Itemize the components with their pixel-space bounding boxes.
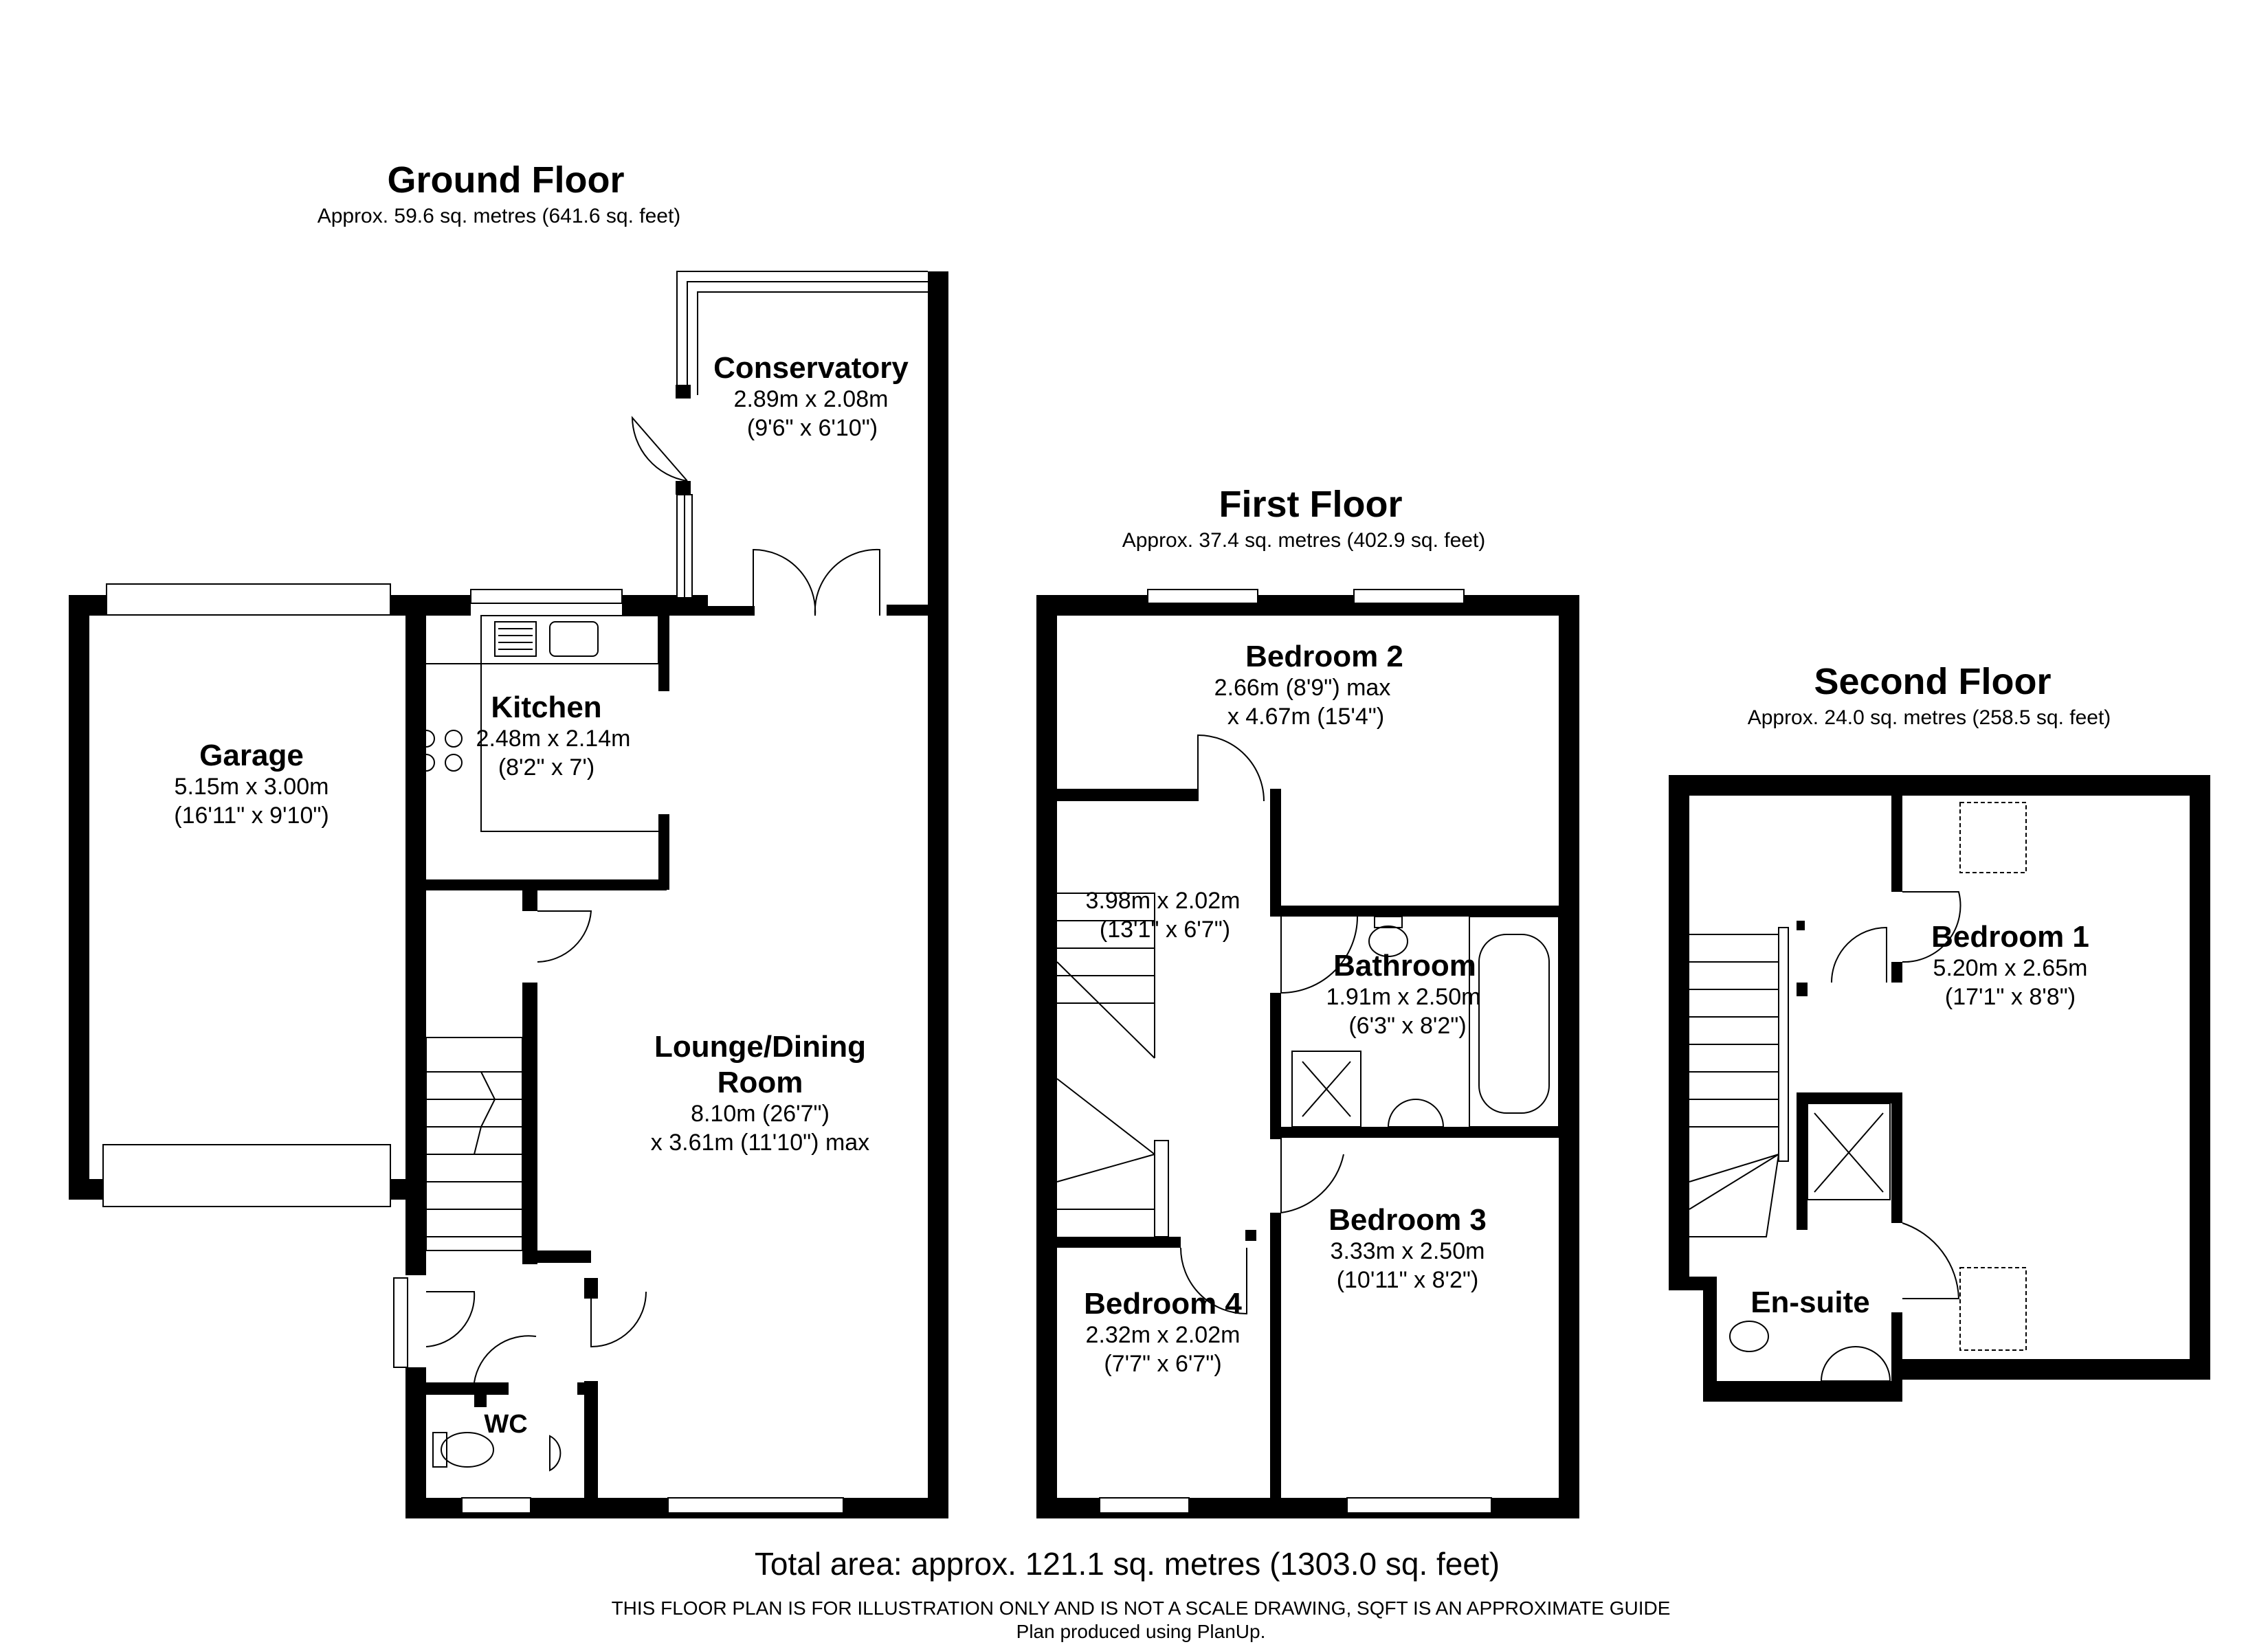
shower-tray-icon [1291,1051,1361,1128]
lounge-dim-width: x 3.61m (11'10") max [651,1130,869,1156]
hob-icon [417,730,435,748]
ground-floor-title: Ground Floor [388,159,625,201]
garage-label: Garage [199,739,304,772]
conservatory-dim-metric: 2.89m x 2.08m [734,386,889,412]
side-door-frame [393,1277,408,1368]
ensuite-label: En-suite [1750,1286,1870,1319]
ensuite-fittings [1729,1103,1891,1382]
basin-icon [549,1435,562,1472]
bedroom3-label: Bedroom 3 [1328,1203,1487,1237]
kitchen-dim-imperial: (8'2" x 7') [498,754,594,781]
disclaimer: THIS FLOOR PLAN IS FOR ILLUSTRATION ONLY… [612,1597,1671,1619]
bedroom1-label: Bedroom 1 [1931,920,2089,954]
garage-door-top [106,583,391,616]
bathroom-dim-metric: 1.91m x 2.50m [1326,984,1481,1010]
second-floor-area: Approx. 24.0 sq. metres (258.5 sq. feet) [1748,706,2111,729]
skylight-top [1959,802,2027,873]
bedroom4-dim-metric: 2.32m x 2.02m [1086,1322,1241,1348]
landing-dim-metric: 3.98m x 2.02m [1086,888,1241,914]
bedroom3-dim-metric: 3.33m x 2.50m [1331,1238,1485,1264]
ground-floor: Ground Floor Approx. 59.6 sq. metres (64… [69,159,948,1518]
ensuite-shower-icon [1807,1103,1891,1200]
ground-floor-stairs [425,1037,523,1251]
conservatory-dim-imperial: (9'6" x 6'10") [747,415,878,441]
lounge-dim-length: 8.10m (26'7") [691,1101,830,1127]
second-floor-walls [1669,775,2210,1402]
first-floor-walls [1036,595,1579,1518]
second-floor: Second Floor Approx. 24.0 sq. metres (25… [1669,661,2210,1402]
kitchen-units [417,615,659,832]
first-floor: First Floor Approx. 37.4 sq. metres (402… [1036,484,1579,1518]
bedroom4-dim-imperial: (7'7" x 6'7") [1104,1351,1221,1377]
lounge-label-line2: Room [718,1066,803,1099]
total-area: Total area: approx. 121.1 sq. metres (13… [755,1546,1500,1582]
toilet-icon [1368,926,1408,957]
lounge-label-line1: Lounge/Dining [654,1030,866,1064]
bathroom-fittings [1291,916,1559,1128]
wc-label: WC [484,1410,527,1439]
garage-dim-imperial: (16'11" x 9'10") [174,803,329,829]
bedroom2-dim-length: x 4.67m (15'4") [1227,704,1384,730]
second-floor-stairs [1689,927,1789,1237]
second-floor-title: Second Floor [1814,661,2051,702]
garage-door-bottom [102,1144,391,1207]
garage-walls [69,583,411,1207]
sink-icon [549,621,599,657]
ground-floor-doors [425,416,880,1383]
drainer [494,621,537,657]
first-floor-title: First Floor [1219,484,1403,525]
ensuite-toilet-icon [1729,1321,1769,1352]
ground-floor-area: Approx. 59.6 sq. metres (641.6 sq. feet) [318,205,681,227]
bedroom3-window [1346,1497,1492,1514]
basin-icon [1387,1099,1445,1128]
garage-dim-metric: 5.15m x 3.00m [175,774,329,800]
ensuite-basin-icon [1820,1346,1891,1382]
bedroom1-dim-imperial: (17'1" x 8'8") [1945,984,2076,1010]
bedroom2-dim-width: 2.66m (8'9") max [1214,675,1391,701]
first-floor-area: Approx. 37.4 sq. metres (402.9 sq. feet) [1122,529,1486,552]
bathroom-label: Bathroom [1333,949,1476,983]
wc-window [461,1497,531,1514]
plan-credit: Plan produced using PlanUp. [1016,1621,1266,1642]
bedroom2-label: Bedroom 2 [1245,640,1403,673]
kitchen-window [470,589,623,604]
bedroom1-dim-metric: 5.20m x 2.65m [1933,955,2088,981]
second-floor-doors [1831,891,1961,1299]
kitchen-dim-metric: 2.48m x 2.14m [476,726,631,752]
bedroom4-window [1099,1497,1190,1514]
bath-icon [1469,916,1559,1128]
bedroom2-window-right [1353,589,1465,604]
landing-dim-imperial: (13'1" x 6'7") [1100,917,1230,943]
first-floor-stairs [1056,893,1169,1237]
bedroom4-label: Bedroom 4 [1084,1287,1242,1321]
ground-floor-walls [405,271,948,1518]
bedroom3-dim-imperial: (10'11" x 8'2") [1337,1267,1479,1293]
first-floor-doors [1180,734,1358,1315]
bedroom2-window-left [1147,589,1258,604]
conservatory-structure [676,271,948,598]
toilet-icon [441,1432,494,1468]
kitchen-label: Kitchen [491,691,601,724]
conservatory-label: Conservatory [713,351,909,385]
bathroom-dim-imperial: (6'3" x 8'2") [1348,1013,1466,1039]
lounge-window [667,1497,844,1514]
skylight-bottom [1959,1267,2027,1351]
